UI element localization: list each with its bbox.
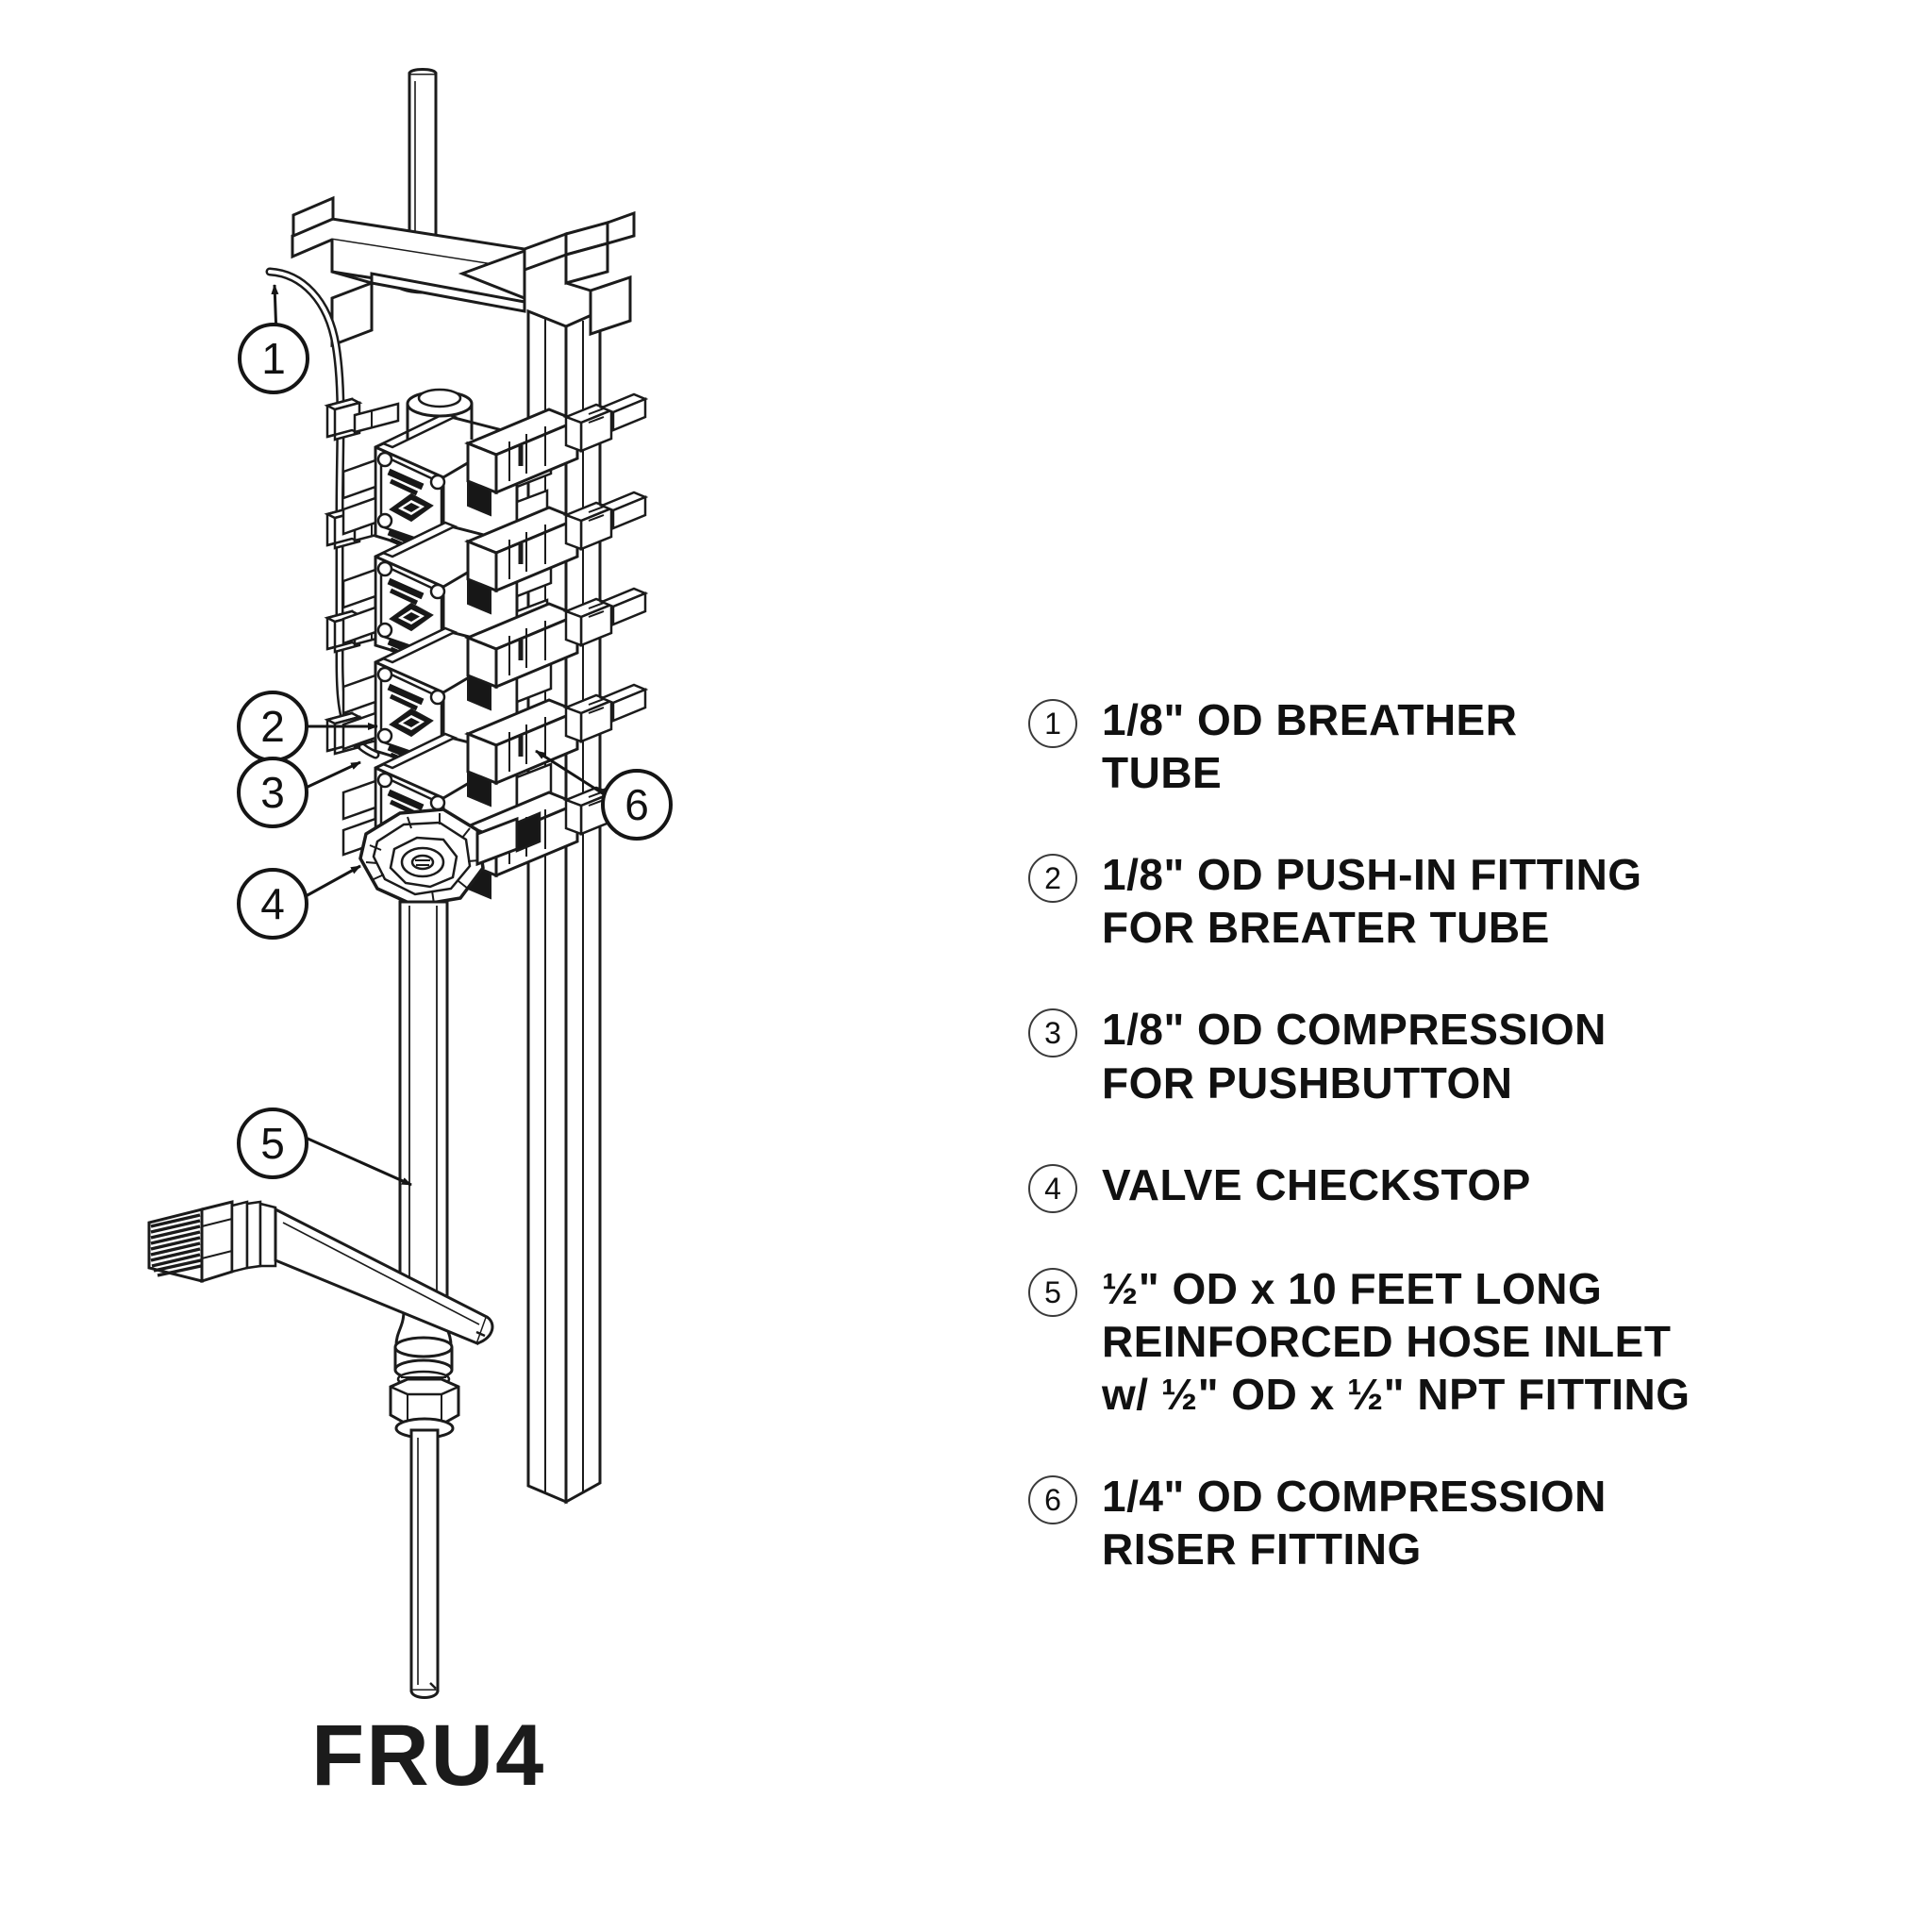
- callout-bubble-4[interactable]: 4: [237, 868, 308, 940]
- callout-label-6: 6: [625, 780, 649, 829]
- valve-checkstop: [358, 808, 541, 908]
- callout-bubble-3[interactable]: 3: [237, 757, 308, 828]
- npt-hose-fitting-detail: [147, 1200, 494, 1345]
- callout-bubbles: 1 2 3 4 5: [237, 323, 673, 1179]
- mounting-bracket: [291, 195, 636, 348]
- legend-item-6[interactable]: 6 1/4" OD COMPRESSION RISER FITTING: [1028, 1470, 1906, 1575]
- legend-bubble-4: 4: [1028, 1163, 1077, 1213]
- legend-item-2[interactable]: 2 1/8" OD PUSH-IN FITTING FOR BREATER TU…: [1028, 848, 1906, 954]
- legend-item-3[interactable]: 3 1/8" OD COMPRESSION FOR PUSHBUTTON: [1028, 1003, 1906, 1108]
- legend-item-5[interactable]: 5 ½" OD x 10 FEET LONG REINFORCED HOSE I…: [1028, 1262, 1906, 1421]
- assembly-drawing-svg: 1 2 3 4 5: [147, 68, 673, 1699]
- valve-body-stack: [343, 388, 551, 877]
- callout-bubble-2[interactable]: 2: [237, 691, 308, 762]
- legend-label-1: 1/8" OD BREATHER TUBE: [1102, 695, 1518, 798]
- riser-pipe: [398, 900, 449, 1313]
- legend-label-5: ½" OD x 10 FEET LONG REINFORCED HOSE INL…: [1102, 1263, 1690, 1419]
- callout-bubble-6[interactable]: 6: [601, 769, 673, 841]
- legend-bubble-2: 2: [1028, 854, 1077, 904]
- legend-item-4[interactable]: 4 VALVE CHECKSTOP: [1028, 1158, 1906, 1213]
- legend-item-1[interactable]: 1 1/8" OD BREATHER TUBE: [1028, 693, 1906, 799]
- parts-legend: 1 1/8" OD BREATHER TUBE 2 1/8" OD PUSH-I…: [1028, 693, 1906, 1624]
- callout-label-4: 4: [260, 879, 285, 928]
- callout-bubble-1[interactable]: 1: [238, 323, 309, 394]
- legend-bubble-1: 1: [1028, 699, 1077, 748]
- legend-label-2: 1/8" OD PUSH-IN FITTING FOR BREATER TUBE: [1102, 850, 1642, 953]
- assembly-drawing: 1 2 3 4 5: [147, 68, 673, 1699]
- callout-label-3: 3: [260, 768, 285, 817]
- callout-leaders: [271, 284, 609, 1187]
- legend-bubble-6: 6: [1028, 1474, 1077, 1524]
- legend-label-4: VALVE CHECKSTOP: [1102, 1159, 1531, 1209]
- callout-bubble-5[interactable]: 5: [237, 1108, 308, 1179]
- legend-bubble-5: 5: [1028, 1267, 1077, 1317]
- callout-label-5: 5: [260, 1119, 285, 1168]
- callout-label-1: 1: [261, 334, 286, 383]
- callout-label-2: 2: [260, 702, 285, 751]
- legend-label-3: 1/8" OD COMPRESSION FOR PUSHBUTTON: [1102, 1005, 1607, 1108]
- mounting-rail: [526, 308, 602, 1505]
- legend-label-6: 1/4" OD COMPRESSION RISER FITTING: [1102, 1471, 1607, 1574]
- legend-bubble-3: 3: [1028, 1008, 1077, 1058]
- assembly-title: FRU4: [311, 1707, 546, 1804]
- hose-coupling: [389, 1309, 460, 1699]
